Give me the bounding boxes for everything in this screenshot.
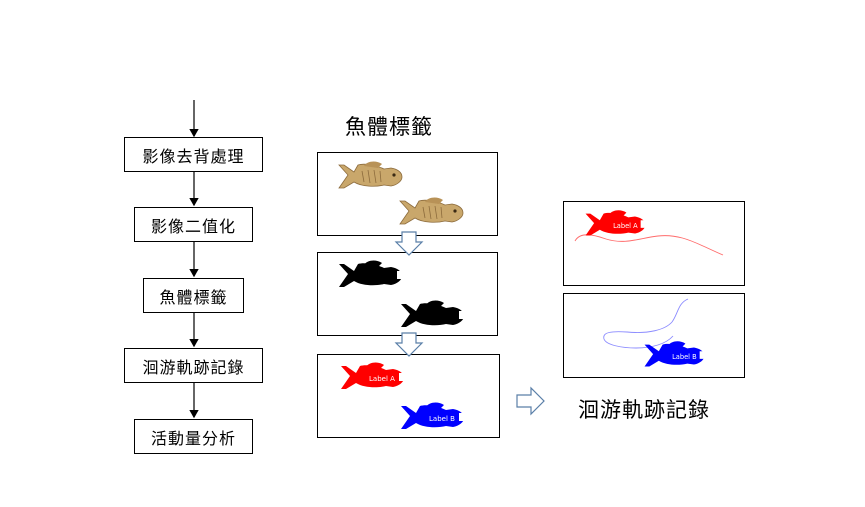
fish-label-a-text: Label A — [369, 375, 395, 383]
flow-step-activity-analysis: 活動量分析 — [134, 419, 253, 454]
trajectory-fish-b: Label B — [644, 341, 706, 367]
flow-step-background-removal: 影像去背處理 — [124, 137, 263, 172]
down-arrow-1 — [394, 231, 424, 256]
fish-original-2 — [399, 197, 464, 225]
trajectory-fish-a: Label A — [585, 210, 647, 236]
fish-label-b-text: Label B — [429, 415, 455, 423]
trajectory-recording-title: 洄游軌跡記錄 — [578, 398, 710, 422]
trajectory-path-b — [603, 298, 689, 349]
flow-step-trajectory-recording: 洄游軌跡記錄 — [124, 348, 263, 383]
panel-trajectory-b — [563, 293, 745, 378]
trajectory-label-b: Label B — [672, 353, 697, 361]
fish-original-1 — [338, 161, 403, 189]
fish-binary-1 — [339, 260, 403, 287]
trajectory-path-a — [574, 234, 724, 256]
down-arrow-2 — [394, 332, 424, 357]
right-arrow — [516, 386, 545, 416]
fish-binary-2 — [401, 300, 465, 327]
fish-labeling-title: 魚體標籤 — [345, 115, 433, 139]
fish-label-a: Label A — [341, 362, 405, 389]
trajectory-label-a: Label A — [613, 222, 638, 230]
panel-trajectory-a — [563, 201, 745, 286]
flow-step-fish-labeling: 魚體標籤 — [143, 278, 244, 313]
flow-step-binarization: 影像二值化 — [134, 207, 253, 242]
fish-label-b: Label B — [401, 402, 465, 429]
